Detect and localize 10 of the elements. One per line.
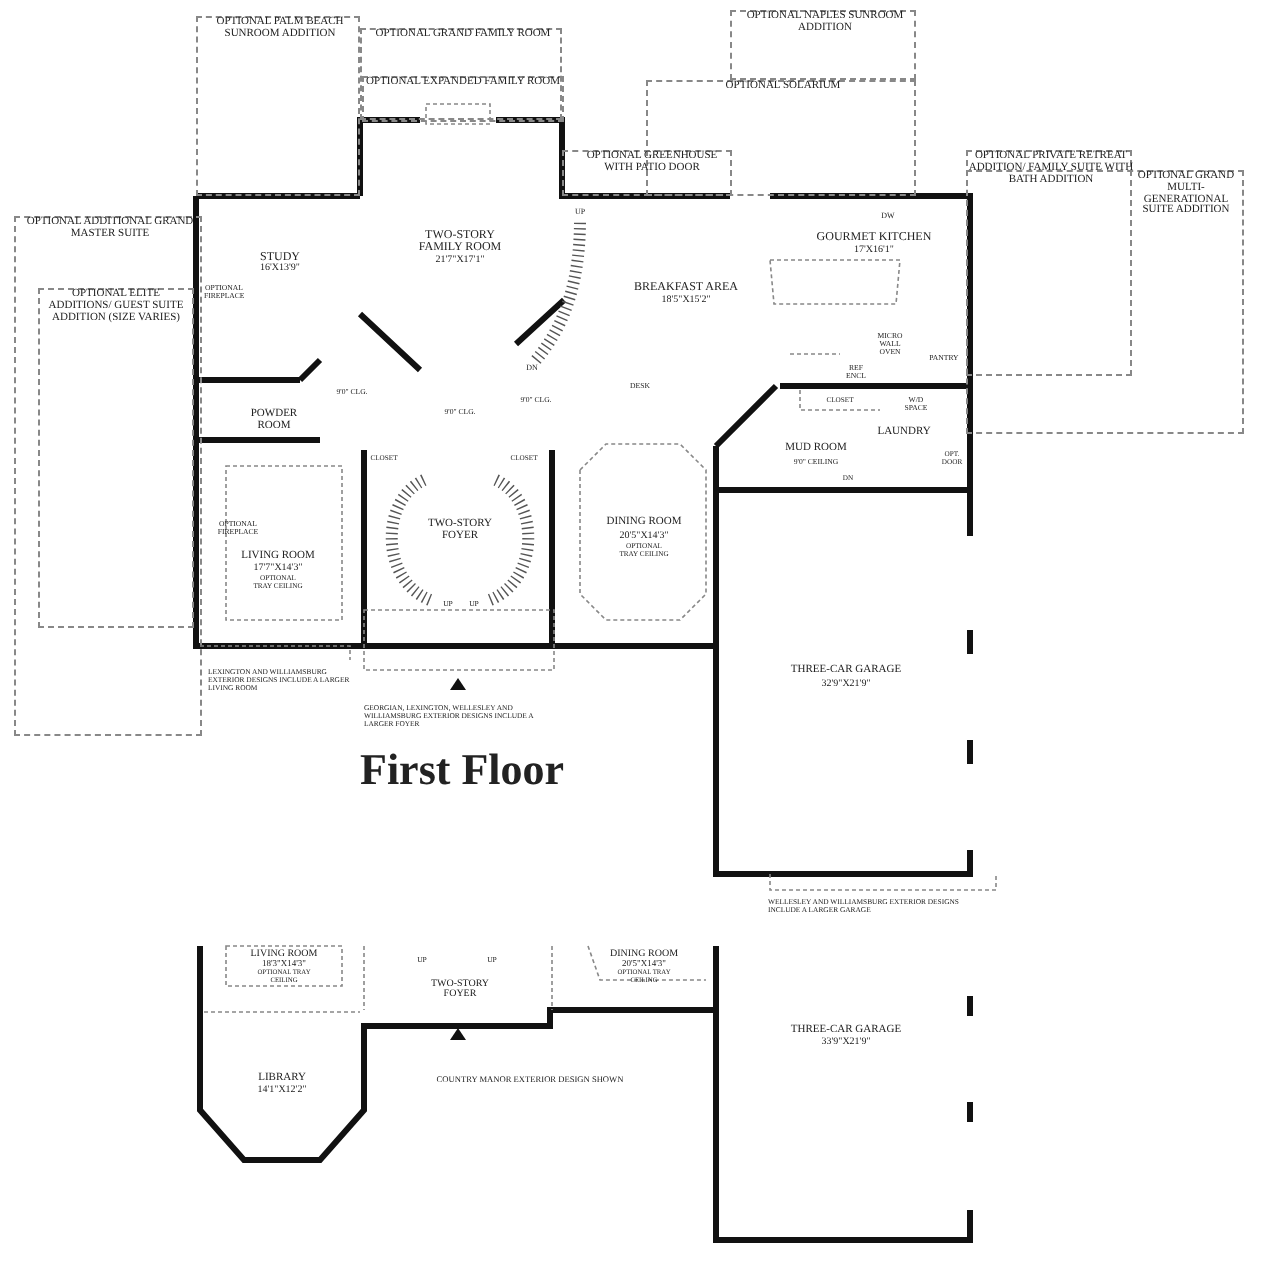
optional-addition-outline [362, 76, 564, 122]
optional-addition-outline [360, 28, 562, 120]
optional-addition-outline [966, 150, 1132, 376]
optional-addition-outline [38, 288, 194, 628]
optional-addition-outline [562, 150, 732, 196]
plan-title: First Floor [360, 744, 565, 796]
optional-addition-outline [966, 170, 1244, 434]
optional-addition-outline [196, 16, 360, 196]
optional-addition-outline [14, 216, 202, 736]
optional-addition-outline [730, 10, 916, 80]
